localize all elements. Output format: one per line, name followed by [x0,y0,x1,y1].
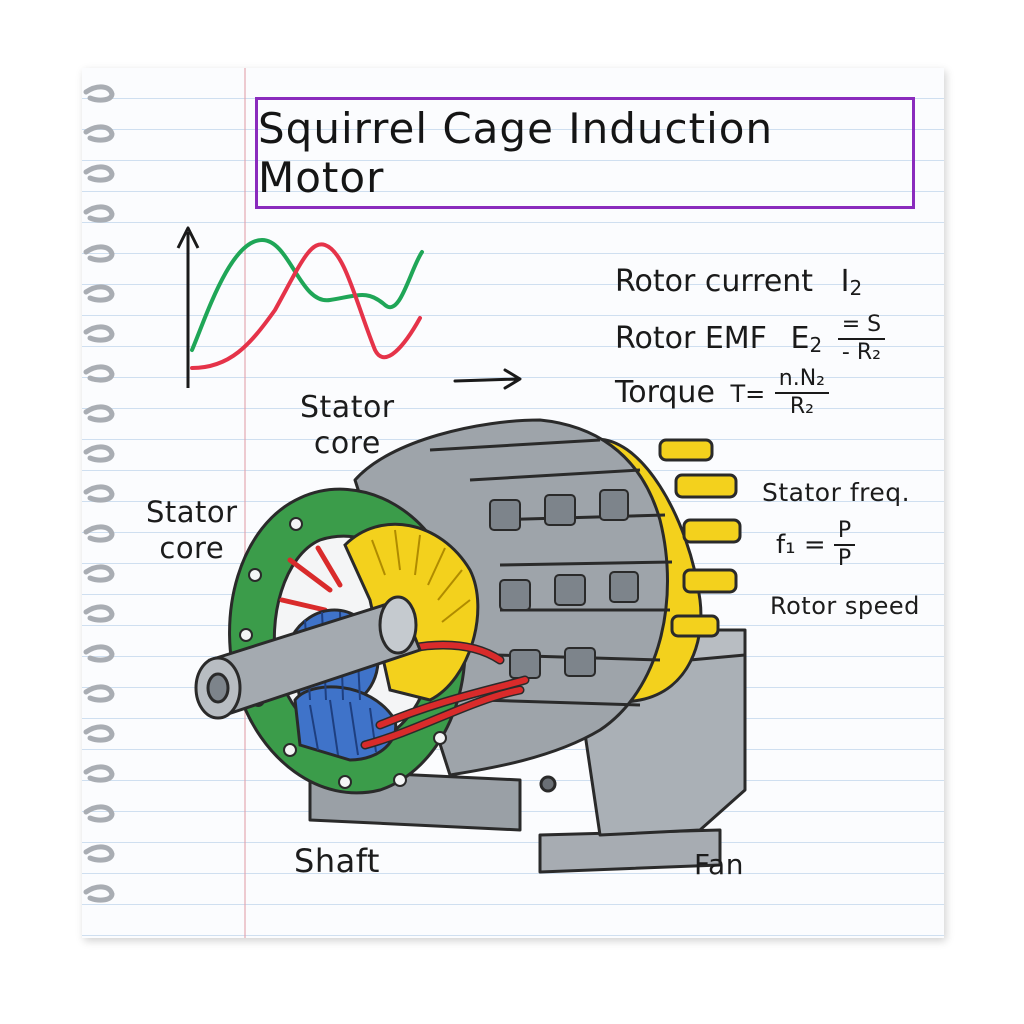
spiral-binding [83,84,115,903]
torque-num: n.N₂ [774,366,829,395]
rotor-emf-symbol: E [790,320,810,356]
stator-freq-den: P [837,546,852,572]
shaft-label: Shaft [294,842,380,880]
rotor-current-text: Rotor current [615,264,814,299]
rotor-emf-sub: 2 [809,332,823,357]
rotor-emf-den: - R₂ [841,340,881,366]
red-wave [190,242,422,370]
spiral-ring [83,84,115,103]
stator-core-label-left: Stator core [146,494,238,566]
rotor-emf-equation: Rotor EMF E2 = S - R₂ [615,312,886,367]
red-spokes [279,545,343,613]
rotor-current-sub: 2 [849,276,863,300]
spiral-ring [83,444,115,463]
spiral-ring [83,484,115,503]
spiral-ring [83,284,115,303]
title-box: Squirrel Cage Induction Motor [255,97,915,209]
stator-core-label-top: Stator core [300,390,395,462]
rotor-speed-label: Rotor speed [770,592,920,620]
spiral-ring [83,724,115,743]
rotor-current-equation: Rotor current I2 [615,264,862,300]
green-wave [190,237,424,352]
spiral-ring [83,244,115,263]
spiral-ring [83,844,115,863]
spiral-ring [83,124,115,143]
stator-core-label-left-line1: Stator [146,495,238,529]
torque-equation: Torque T= n.N₂ R₂ [615,366,829,421]
spiral-ring [83,564,115,583]
spiral-ring [83,764,115,783]
torque-lhs: T= [730,379,766,408]
right-arrow-icon [453,368,522,390]
spiral-ring [83,644,115,663]
stator-freq-num: P [833,518,856,547]
stator-core-label-top-line2: core [313,426,381,461]
rotor-emf-text: Rotor EMF [615,320,767,356]
spiral-ring [83,324,115,343]
spiral-ring [83,884,115,903]
fan-blade-lines [371,529,471,623]
motor-shaft [194,595,422,720]
spiral-ring [83,804,115,823]
bolt-holes [239,517,447,789]
stator-core-label-left-line2: core [159,531,225,565]
stator-core-label-top-line1: Stator [300,390,395,425]
rotor-emf-fraction: = S - R₂ [837,312,886,367]
cage-bars [489,489,639,679]
spiral-ring [83,524,115,543]
stator-freq-lhs: f₁ = [776,529,826,560]
spiral-ring [83,204,115,223]
waveform-graph [176,226,424,388]
rotor-current-symbol: I [840,264,850,299]
torque-fraction: n.N₂ R₂ [774,366,829,421]
up-arrow-axis-icon [176,226,200,249]
stator-freq-fraction: P P [833,518,856,573]
rotor-emf-num: = S [837,312,886,341]
spiral-ring [83,164,115,183]
page-title: Squirrel Cage Induction Motor [258,104,774,202]
stator-freq-label: Stator freq. [762,478,911,507]
torque-den: R₂ [789,394,814,420]
spiral-ring [83,604,115,623]
spiral-ring [83,364,115,383]
torque-text: Torque [615,374,715,410]
fan-label: Fan [694,848,744,881]
spiral-ring [83,404,115,423]
spiral-rings [83,84,115,903]
stator-freq-equation: f₁ = P P [776,518,856,573]
spiral-ring [83,684,115,703]
